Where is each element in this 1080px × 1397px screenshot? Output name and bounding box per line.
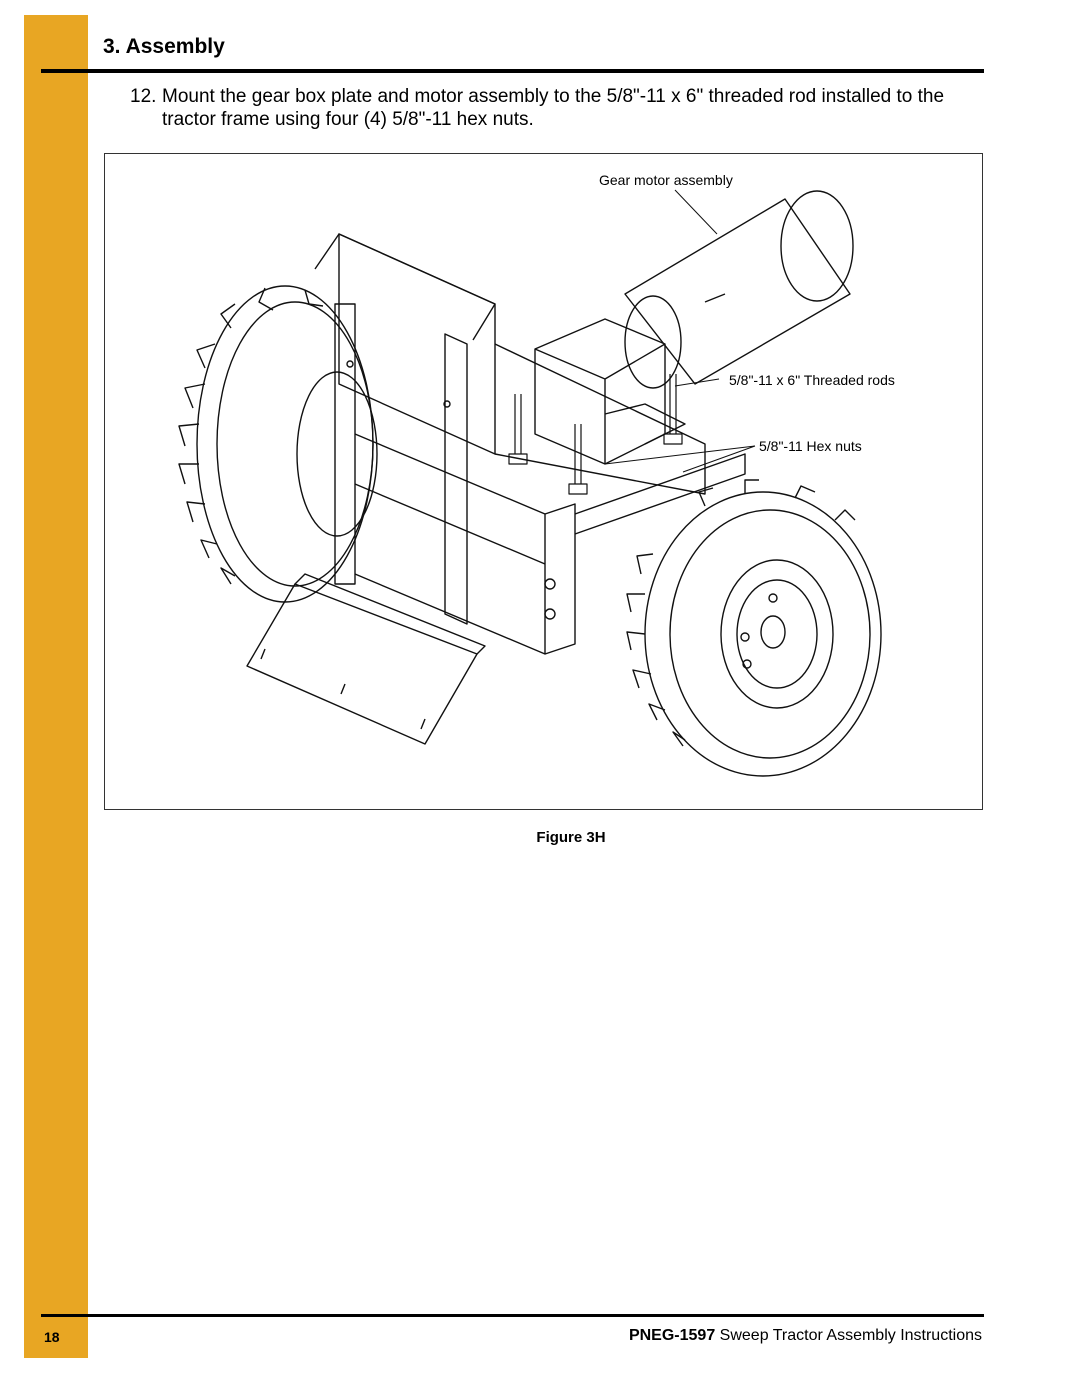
step-text: Mount the gear box plate and motor assem… bbox=[162, 86, 945, 130]
page-number: 18 bbox=[44, 1329, 60, 1345]
side-color-bar bbox=[24, 15, 88, 1358]
frame-illustration bbox=[314, 233, 746, 655]
header-rule bbox=[41, 69, 984, 73]
doc-id: PNEG-1597 bbox=[628, 1327, 716, 1344]
section-title: 3. Assembly bbox=[103, 35, 225, 58]
tractor-assembly-drawing bbox=[178, 189, 882, 777]
gearbox-illustration bbox=[534, 318, 686, 465]
callout-threaded-rods: 5/8"-11 x 6" Threaded rods bbox=[729, 372, 895, 388]
gear-motor-illustration bbox=[624, 190, 854, 389]
callout-hex-nuts: 5/8"-11 Hex nuts bbox=[759, 438, 862, 454]
figure-frame: Gear motor assembly 5/8"-11 x 6" Threade… bbox=[104, 153, 983, 810]
callout-gear-motor: Gear motor assembly bbox=[599, 172, 733, 188]
step-number: 12. bbox=[130, 86, 157, 107]
figure-caption: Figure 3H bbox=[536, 829, 606, 846]
footer-rule bbox=[41, 1314, 984, 1317]
right-tire-illustration bbox=[626, 479, 882, 777]
footer-doc-line: PNEG-1597 Sweep Tractor Assembly Instruc… bbox=[629, 1327, 982, 1345]
threaded-rods-illustration bbox=[508, 374, 683, 495]
sweep-plate-illustration bbox=[246, 573, 486, 745]
leader-lines bbox=[604, 189, 756, 473]
doc-title: Sweep Tractor Assembly Instructions bbox=[719, 1327, 982, 1344]
left-tire-illustration bbox=[178, 285, 378, 603]
